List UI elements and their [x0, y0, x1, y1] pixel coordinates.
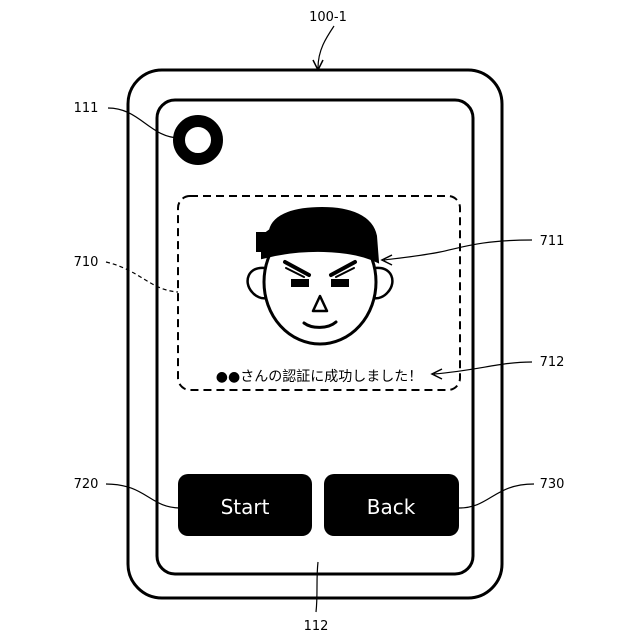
- ref-start-button: 720: [74, 477, 99, 492]
- auth-success-message: ●●さんの認証に成功しました！: [216, 369, 422, 385]
- ref-screen: 112: [304, 619, 329, 634]
- hair-notch-icon: [256, 232, 268, 252]
- back-button-label: Back: [367, 495, 416, 519]
- ref-back-button: 730: [540, 477, 565, 492]
- back-button[interactable]: Back: [324, 474, 459, 536]
- ref-result-area: 710: [74, 255, 99, 270]
- start-button[interactable]: Start: [178, 474, 312, 536]
- left-eye-icon: [291, 279, 309, 287]
- start-button-label: Start: [221, 495, 270, 519]
- ref-message: 712: [540, 355, 565, 370]
- right-eye-icon: [331, 279, 349, 287]
- ref-device: 100-1: [309, 10, 347, 25]
- ref-camera: 111: [74, 101, 99, 116]
- leader-line-device: [318, 26, 334, 68]
- ref-face-image: 711: [540, 234, 565, 249]
